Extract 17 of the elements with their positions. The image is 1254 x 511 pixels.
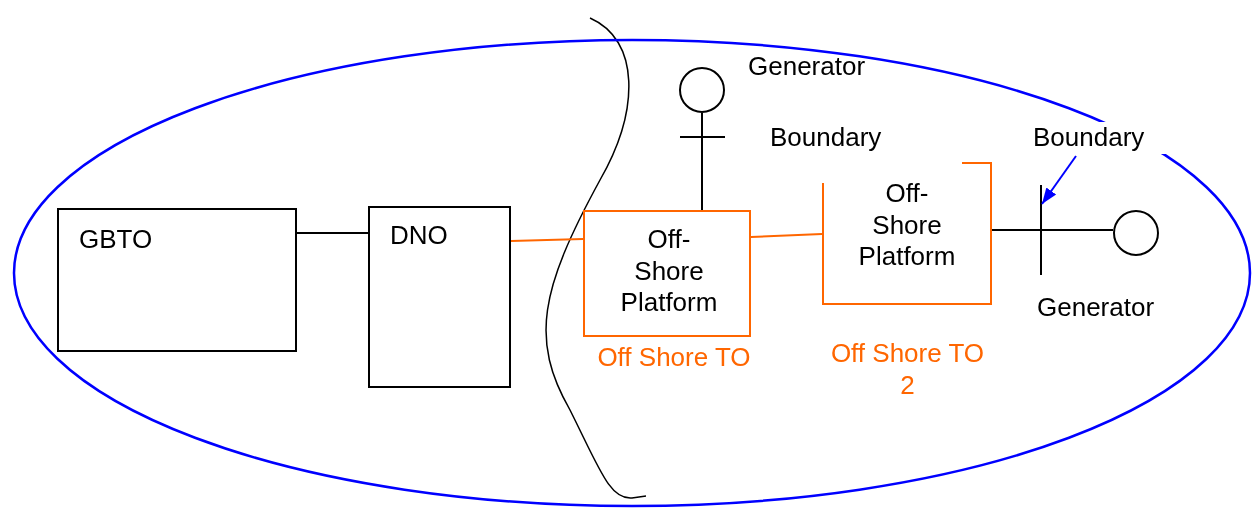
boundary-label: Boundary [770,122,882,154]
connector-line [510,238,584,242]
box-text: Off- Shore Platform [857,178,957,274]
connector-line [991,229,1114,231]
box-text: GBTO [79,224,154,256]
box-text: Off- Shore Platform [619,224,719,320]
owner-label: Off Shore TO 2 [829,338,986,402]
owner-label: Off Shore TO [596,342,752,374]
box-text: DNO [390,220,449,252]
organisation-box [368,206,511,388]
connector-line [701,112,703,211]
leader-line [1041,155,1077,205]
connector-line [750,233,823,238]
organisation-box [57,208,297,352]
connector-line [296,232,369,234]
generator-label: Generator [748,51,867,83]
generator-label: Generator [1037,292,1156,324]
